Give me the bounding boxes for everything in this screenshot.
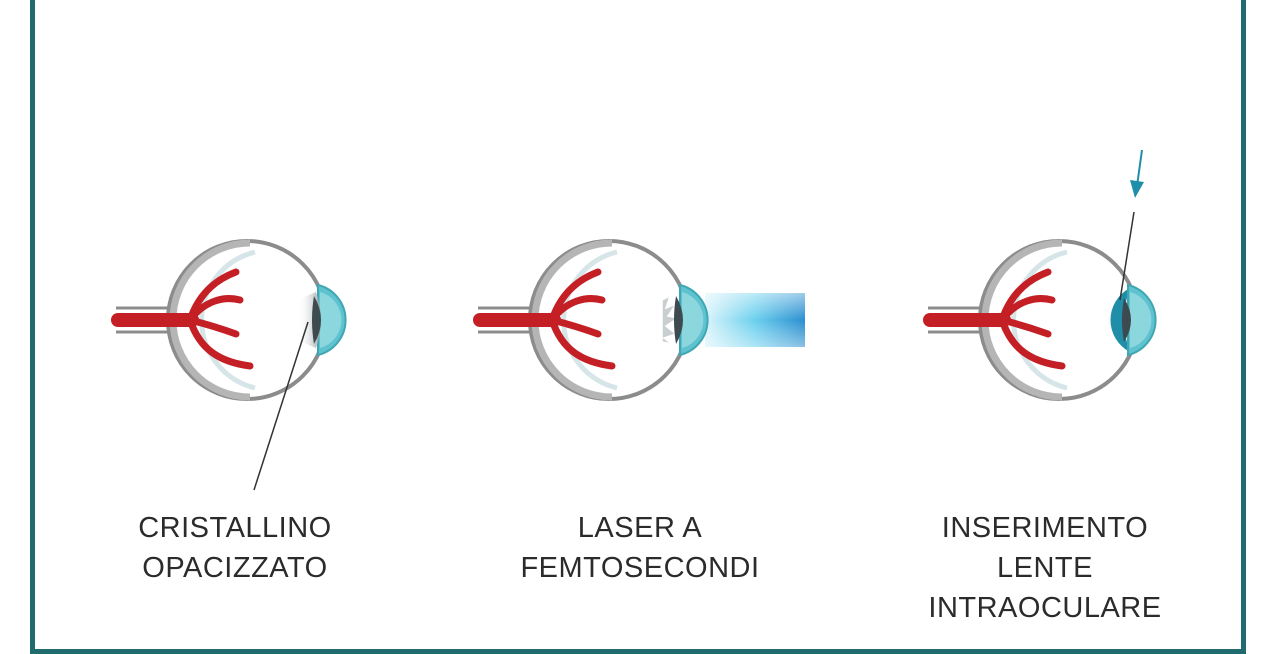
cataract-surgery-diagram: [111, 149, 1157, 491]
caption-opacified-lens: CRISTALLINO OPACIZZATO: [75, 508, 395, 588]
pointer-line: [253, 321, 309, 491]
caption-line: INSERIMENTO: [941, 512, 1149, 544]
lens-dark-core: [674, 296, 683, 344]
optic-nerve-sheath: [116, 306, 176, 334]
cornea-inner: [320, 292, 342, 348]
caption-intraocular-lens: INSERIMENTO LENTE INTRAOCULARE: [885, 508, 1205, 628]
caption-line: LENTE: [997, 552, 1093, 584]
optic-nerve-sheath: [478, 306, 538, 334]
caption-line: OPACIZZATO: [142, 552, 328, 584]
lens-dark-core: [1122, 298, 1131, 342]
blood-vessels: [186, 268, 254, 370]
fragmented-lens: [661, 294, 680, 345]
insertion-arrow-icon: [1130, 180, 1144, 198]
optic-nerve-sheath: [928, 306, 988, 334]
eye-femtosecond-laser: [473, 239, 805, 401]
surgical-instrument: [1119, 211, 1135, 301]
cornea-inner: [1130, 292, 1152, 348]
eye-intraocular-lens: [923, 149, 1157, 401]
caption-line: CRISTALLINO: [138, 512, 332, 544]
blood-vessels: [548, 268, 616, 370]
caption-femtosecond-laser: LASER A FEMTOSECONDI: [480, 508, 800, 588]
caption-line: LASER A: [577, 512, 703, 544]
blood-vessels: [998, 268, 1066, 370]
caption-line: INTRAOCULARE: [928, 592, 1162, 624]
lens-dark-core: [312, 296, 321, 344]
eye-opacified-lens: [111, 239, 347, 491]
cornea-inner: [682, 292, 704, 348]
insertion-arrow-shaft: [1136, 149, 1143, 187]
caption-line: FEMTOSECONDI: [520, 552, 760, 584]
laser-beam-sheen: [705, 293, 805, 347]
